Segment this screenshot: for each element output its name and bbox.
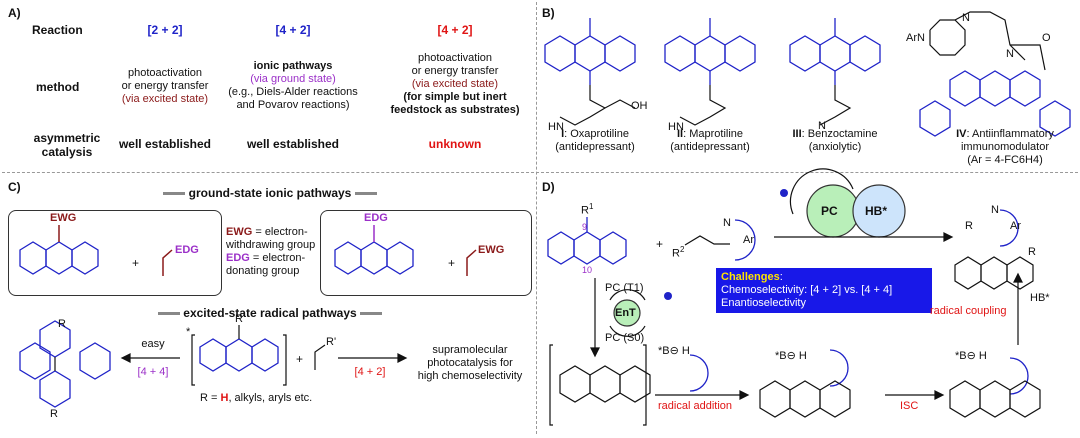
substrate-ar: Ar [743,234,754,246]
ent-label: EnT [615,307,636,319]
r-prime-label: R' [326,336,337,348]
ent-circle [613,299,641,327]
hb-release-label: HB* [1030,292,1050,304]
light-bulb-icon-1 [780,189,788,197]
arn-atom: ArN [906,32,925,44]
panel-c-label: C) [8,180,21,194]
ground-state-heading: ground-state ionic pathways [150,186,390,200]
plus-d: + [656,237,664,251]
base-h-label-1: *B⊖ H [658,345,690,357]
excited-state-heading: excited-state radical pathways [150,306,390,320]
col-header-2plus2: [2 + 2] [147,23,183,37]
method-4plus2-ionic: ionic pathways (via ground state) (e.g.,… [228,60,358,111]
ewg-substituent-2: EWG [478,244,505,256]
pos-10-label: 10 [582,265,593,275]
hn-atom-i: HN [548,121,564,133]
product-ar: Ar [1010,220,1021,232]
anthracene-r1: R1 [581,202,594,217]
ewg-substituent-1: EWG [50,212,77,224]
pc-t1-label: PC (T1) [605,282,644,294]
edg-anthracene-box [320,210,532,296]
hb-label: HB* [865,204,888,218]
iv-scaffold [919,70,1071,137]
path-4plus4-label: [4 + 4] [137,366,169,378]
plus-c2: + [448,256,456,270]
star-label: * [186,326,191,338]
product-r2: R [965,220,973,232]
product-n: N [991,204,999,216]
panel-d-label: D) [542,180,555,194]
edg-substituent-1: EDG [175,244,199,256]
maprotiline-scaffold [664,18,756,85]
substrate-r2: R2 [672,245,685,260]
n-atom-iii: N [818,120,826,132]
r-label-c3: R [235,313,243,325]
ewg-edg-legend: EWG = electron- withdrawing group EDG = … [226,226,316,277]
panel-a-label: A) [8,6,21,20]
oxaprotiline-scaffold [544,18,636,85]
vertical-divider [536,2,537,434]
radical-addition-label: radical addition [658,400,732,412]
horizontal-divider [2,172,1078,173]
n-atom-iv-a: N [962,12,970,24]
easy-label: easy [141,338,165,350]
col-header-4plus2-photo: [4 + 2] [437,23,473,37]
col-header-4plus2-ionic: [4 + 2] [275,23,311,37]
o-atom-iv: O [1042,32,1051,44]
plus-c1: + [132,256,140,270]
hn-atom-ii: HN [668,121,684,133]
method-4plus2-photo: photoactivation or energy transfer (via … [390,52,520,116]
asym-4plus2-photo: unknown [428,137,482,151]
panel-b-label: B) [542,6,555,20]
row-label-reaction: Reaction [32,23,83,37]
oh-atom: OH [631,100,648,112]
compound-iv-caption: IV: Antiinflammatory immunomodulator (Ar… [956,128,1054,166]
benzoctamine-scaffold [789,18,881,85]
compound-i-caption: I: Oxaprotiline (antidepressant) [555,128,635,153]
product-r1: R [1028,246,1036,258]
radical-coupling-label: radical coupling [930,305,1007,317]
path-4plus2-label: [4 + 2] [354,366,386,378]
compound-iii-caption: III: Benzoctamine (anxiolytic) [792,128,878,153]
base-h-label-2: *B⊖ H [775,350,807,362]
pc-label: PC [821,204,838,218]
light-bulb-icon-2 [664,292,672,300]
pc-s0-label: PC (S0) [605,332,645,344]
n-atom-iv-b: N [1006,48,1014,60]
compound-ii-caption: II: Maprotiline (antidepressant) [670,128,750,153]
asym-4plus2-ionic: well established [246,137,340,151]
row-label-method: method [36,80,80,94]
supramolecular-note: supramolecular photocatalysis for high c… [417,344,523,382]
r-definition: R = H, alkyls, aryls etc. [200,392,313,404]
challenges-box: Challenges: Chemoselectivity: [4 + 2] vs… [716,268,932,313]
plus-c3: + [296,352,304,366]
light-bulb-icons [664,189,788,300]
asym-2plus2: well established [118,137,212,151]
r-label-c2: R [50,408,58,420]
isc-label: ISC [900,400,919,412]
ewg-anthracene-box [8,210,222,296]
method-2plus2: photoactivation or energy transfer (via … [121,67,209,105]
substrate-n: N [723,217,731,229]
pos-9-label: 9 [582,222,588,232]
edg-substituent-2: EDG [364,212,388,224]
base-h-label-3: *B⊖ H [955,350,987,362]
r-label-c1: R [58,318,66,330]
